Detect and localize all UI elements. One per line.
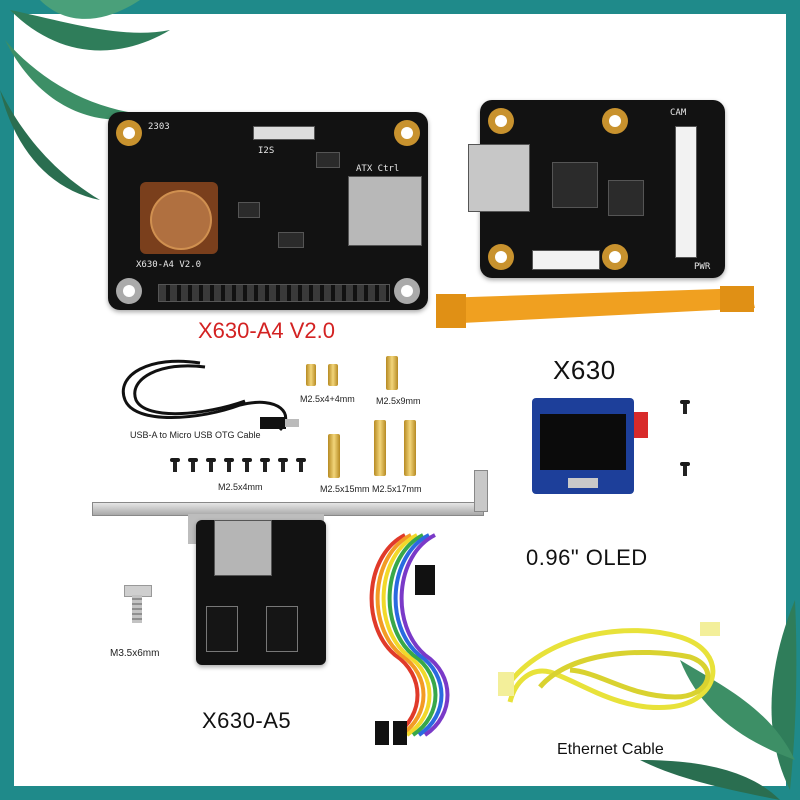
code-silk: 2303 — [148, 122, 170, 132]
ethernet-jack — [214, 520, 272, 576]
x630-a5-board — [196, 520, 326, 665]
x630-a5-label: X630-A5 — [202, 708, 292, 733]
board-model-silk: X630-A4 V2.0 — [136, 260, 202, 270]
x630-board: CAM PWR — [468, 100, 725, 278]
spacer — [374, 420, 386, 476]
i2s-silk: I2S — [258, 146, 275, 156]
atx-ctrl-silk: ATX Ctrl — [356, 164, 400, 174]
usb-cable-label: USB-A to Micro USB OTG Cable — [130, 430, 261, 440]
spacer — [404, 420, 416, 476]
m35-screw — [124, 585, 152, 625]
m25x15-label: M2.5x15mm — [320, 484, 370, 494]
x630-a4-board: X630-A4 V2.0 I2S ATX Ctrl 2303 — [108, 112, 428, 310]
ethernet-label: Ethernet Cable — [557, 741, 664, 758]
screw-icon — [680, 400, 690, 414]
usb-otg-cable — [121, 359, 299, 432]
pwr-silk: PWR — [694, 262, 711, 272]
bridge-chip — [552, 162, 598, 208]
x630-a4-label: X630-A4 V2.0 — [198, 318, 335, 343]
ethernet-cable — [498, 622, 720, 711]
ethernet-jack — [348, 176, 422, 246]
cam-silk: CAM — [670, 108, 687, 118]
rainbow-ribbon-cable — [369, 533, 450, 745]
screw-icon — [680, 462, 690, 476]
rtc-battery-holder — [140, 182, 218, 254]
oled-tab — [634, 412, 648, 438]
x630-label: X630 — [553, 355, 616, 385]
m25x4-label: M2.5x4mm — [218, 482, 263, 492]
m25x9-label: M2.5x9mm — [376, 396, 421, 406]
m25x4x4-label: M2.5x4+4mm — [300, 394, 355, 404]
csi-connector — [675, 126, 697, 258]
spacer — [328, 434, 340, 478]
screw-row — [170, 458, 320, 474]
m35x6-label: M3.5x6mm — [110, 648, 160, 659]
pci-bracket-tab — [474, 470, 488, 512]
m25x17-label: M2.5x17mm — [372, 484, 422, 494]
gpio-header — [158, 284, 390, 302]
spacer — [328, 364, 338, 386]
leaf-icon — [0, 0, 170, 200]
spacer — [386, 356, 398, 390]
camera-connector — [253, 126, 315, 140]
oled-label: 0.96" OLED — [526, 545, 648, 570]
fpc-ribbon-cable — [436, 286, 755, 328]
hdmi-port — [468, 144, 530, 212]
oled-module — [532, 398, 634, 494]
spacer — [306, 364, 316, 386]
